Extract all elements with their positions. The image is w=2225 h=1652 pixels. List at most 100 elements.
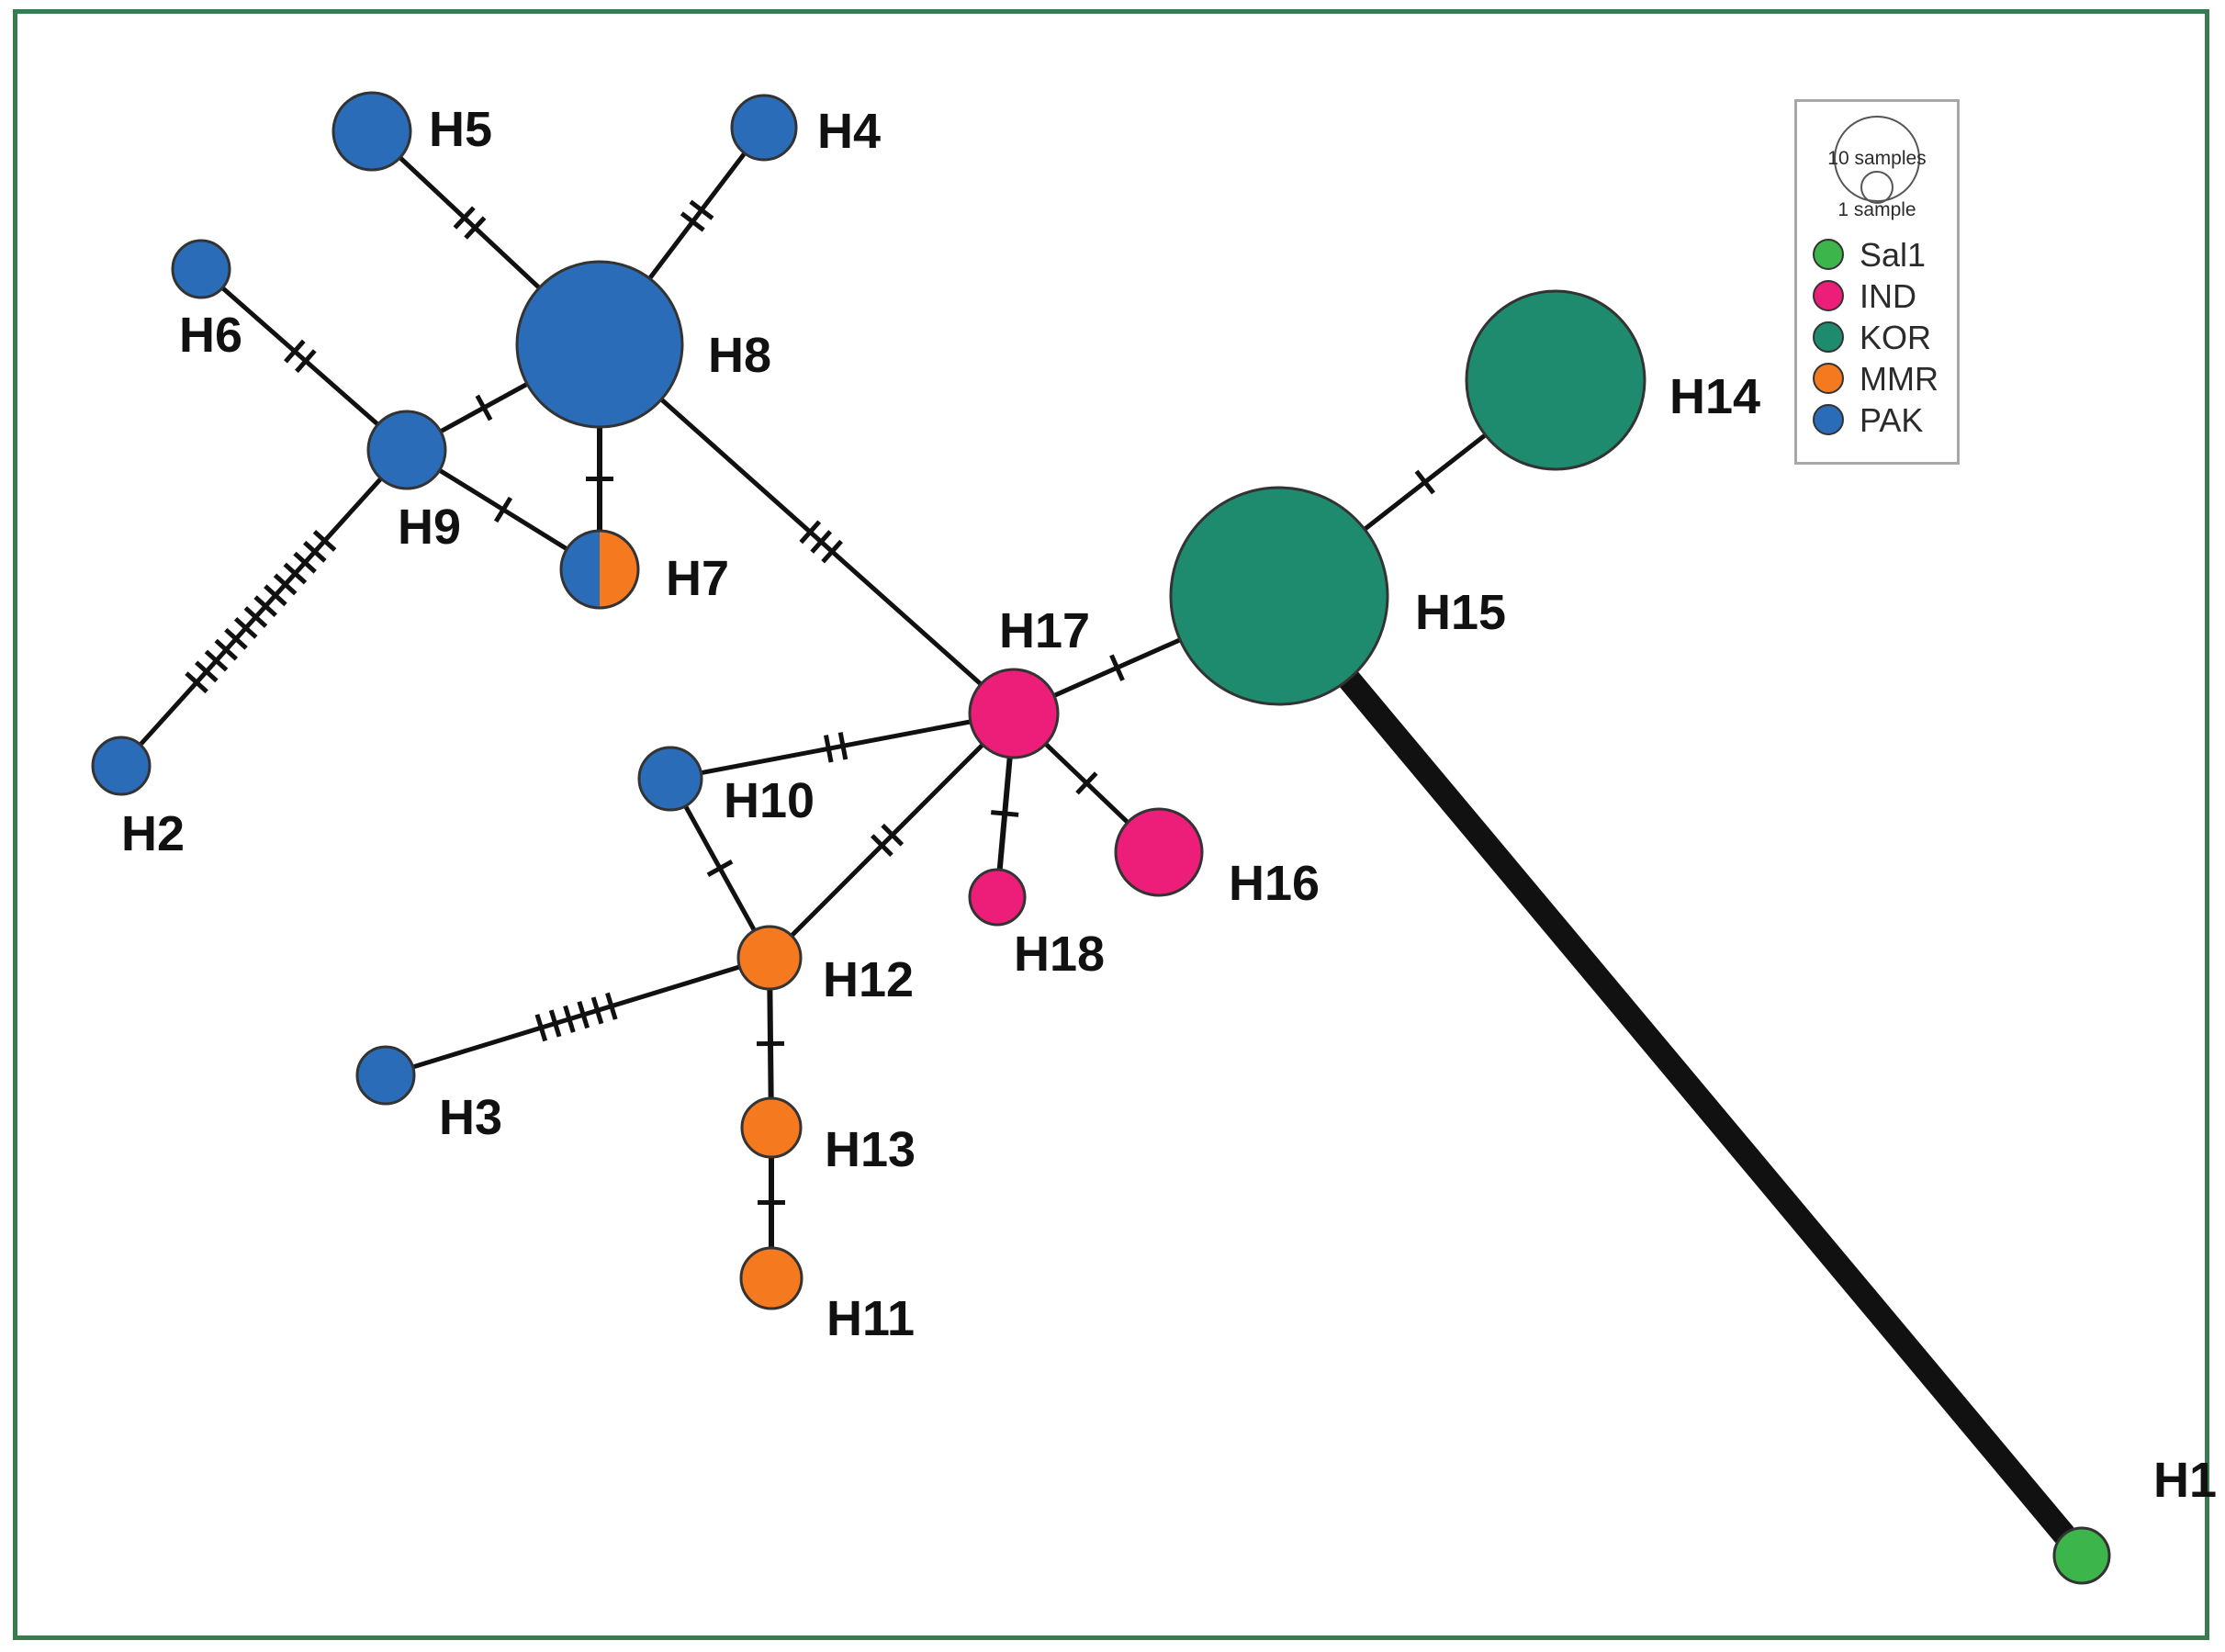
- mutation-tick: [680, 211, 705, 232]
- node-label-H6: H6: [179, 308, 242, 363]
- mutation-tick: [453, 206, 476, 230]
- node-label-H11: H11: [826, 1291, 915, 1346]
- mutation-tick: [563, 1005, 576, 1033]
- haplotype-node-H4[interactable]: [730, 94, 798, 162]
- mutation-tick: [821, 539, 843, 564]
- node-fill-PAK: [637, 746, 703, 812]
- network-edge-H9-H2: [138, 476, 384, 747]
- mutation-tick: [881, 823, 905, 847]
- mutation-tick: [590, 996, 604, 1025]
- node-fill-IND: [968, 668, 1060, 759]
- legend-label-KOR: KOR: [1860, 319, 1931, 356]
- network-edge-H5-H8: [398, 155, 542, 291]
- mutation-tick: [194, 660, 219, 683]
- mutation-tick: [1414, 469, 1435, 495]
- mutation-tick: [605, 992, 618, 1020]
- mutation-tick: [548, 1009, 562, 1038]
- node-fill-MMR: [739, 1246, 803, 1310]
- scale-label-1-sample: 1 sample: [1837, 199, 1916, 220]
- legend-label-MMR: MMR: [1860, 360, 1938, 398]
- node-fill-MMR: [740, 1096, 803, 1159]
- mutation-tick: [284, 339, 306, 364]
- node-labels-layer: H1H2H3H4H5H6H7H8H9H10H11H12H13H14H15H16H…: [121, 102, 2217, 1508]
- node-label-H12: H12: [823, 952, 914, 1007]
- nodes-layer: [91, 91, 2111, 1585]
- haplotype-node-H2[interactable]: [91, 736, 152, 796]
- haplotype-node-H18[interactable]: [968, 868, 1027, 927]
- mutation-tick: [871, 834, 893, 857]
- network-edge-H6-H9: [219, 285, 380, 427]
- mutation-tick: [534, 1014, 548, 1042]
- mutation-tick: [810, 530, 833, 554]
- node-fill-IND: [1114, 807, 1204, 897]
- node-label-H15: H15: [1415, 585, 1506, 640]
- node-label-H13: H13: [825, 1122, 916, 1177]
- legend-scale-circles: 10 samples 1 sample: [1827, 116, 1927, 220]
- haplotype-node-H8[interactable]: [515, 260, 684, 429]
- node-fill-PAK: [515, 260, 684, 429]
- node-label-H16: H16: [1229, 856, 1320, 911]
- mutation-tick: [293, 551, 317, 574]
- mutation-tick: [273, 573, 298, 596]
- node-fill-PAK: [91, 736, 152, 796]
- haplotype-node-H14[interactable]: [1465, 289, 1646, 471]
- mutation-tick: [185, 671, 208, 694]
- legend-label-PAK: PAK: [1860, 401, 1923, 439]
- node-fill-PAK: [730, 94, 798, 162]
- mutation-tick: [991, 810, 1019, 817]
- mutation-tick: [799, 520, 822, 545]
- haplotype-node-H16[interactable]: [1114, 807, 1204, 897]
- mutation-tick: [493, 496, 513, 523]
- haplotype-node-H11[interactable]: [739, 1246, 803, 1310]
- haplotype-node-H10[interactable]: [637, 746, 703, 812]
- haplotype-node-H3[interactable]: [355, 1045, 416, 1106]
- mutation-tick: [824, 735, 834, 763]
- legend-label-IND: IND: [1860, 277, 1916, 315]
- haplotype-node-H7[interactable]: [559, 529, 640, 610]
- node-outline: [559, 529, 640, 610]
- haplotype-node-H17[interactable]: [968, 668, 1060, 759]
- node-label-H10: H10: [724, 773, 815, 828]
- haplotype-node-H1[interactable]: [2052, 1526, 2111, 1585]
- node-fill-IND: [968, 868, 1027, 927]
- node-label-H14: H14: [1669, 369, 1760, 424]
- node-fill-KOR: [1169, 486, 1389, 706]
- node-fill-Sal1: [2052, 1526, 2111, 1585]
- haplotype-node-H12[interactable]: [736, 925, 803, 991]
- haplotype-node-H15[interactable]: [1169, 486, 1389, 706]
- mutation-tick: [204, 649, 229, 672]
- node-fill-PAK: [171, 239, 231, 299]
- network-edge-H12-H17: [789, 742, 985, 938]
- mutation-tick: [837, 732, 848, 760]
- mutation-tick: [577, 1001, 590, 1029]
- node-fill-PAK: [366, 410, 447, 490]
- mutation-tick: [253, 595, 277, 618]
- legend-swatch-PAK: [1813, 404, 1844, 435]
- node-label-H7: H7: [666, 551, 729, 606]
- haplotype-node-H13[interactable]: [740, 1096, 803, 1159]
- haplotype-node-H5[interactable]: [332, 91, 412, 172]
- node-label-H17: H17: [999, 603, 1090, 658]
- node-label-H3: H3: [439, 1090, 502, 1145]
- mutation-tick: [1075, 771, 1098, 795]
- mutation-tick: [224, 627, 248, 650]
- haplotype-node-H6[interactable]: [171, 239, 231, 299]
- node-fill-PAK: [355, 1045, 416, 1106]
- mutation-tick: [264, 584, 287, 607]
- haplotype-node-H9[interactable]: [366, 410, 447, 490]
- network-edge-H4-H8: [646, 151, 747, 281]
- legend-label-Sal1: Sal1: [1860, 236, 1926, 274]
- node-label-H1: H1: [2153, 1453, 2217, 1508]
- edges-layer: [138, 151, 2074, 1544]
- mutation-tick: [233, 616, 258, 639]
- network-edge-H12-H3: [410, 964, 742, 1070]
- scale-label-10-samples: 10 samples: [1827, 148, 1926, 169]
- mutation-tick: [283, 562, 308, 585]
- mutation-tick: [243, 606, 268, 628]
- node-label-H18: H18: [1014, 927, 1105, 982]
- mutation-tick: [295, 349, 317, 374]
